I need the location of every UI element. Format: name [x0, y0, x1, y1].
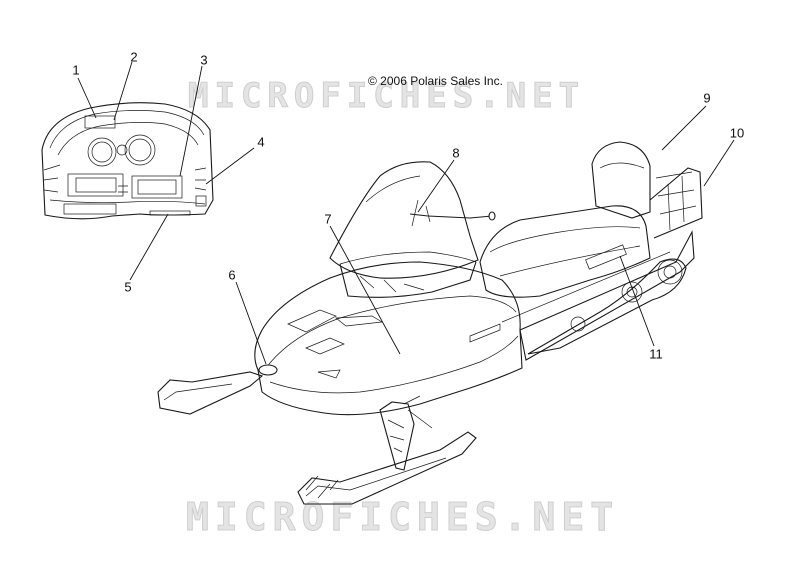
callout-8[interactable]: 8: [452, 145, 460, 161]
callout-11[interactable]: 11: [649, 346, 663, 362]
snowmobile-illustration: [157, 141, 703, 505]
callout-7[interactable]: 7: [324, 211, 332, 227]
callout-4[interactable]: 4: [257, 134, 265, 150]
callout-2[interactable]: 2: [130, 49, 138, 65]
callout-10[interactable]: 10: [729, 125, 745, 141]
leader-lines: [77, 61, 735, 365]
watermark-top: MICROFICHES.NET: [187, 76, 586, 117]
copyright-notice: © 2006 Polaris Sales Inc.: [368, 74, 503, 88]
callout-1[interactable]: 1: [72, 62, 80, 78]
callout-5[interactable]: 5: [124, 279, 132, 295]
callout-3[interactable]: 3: [200, 52, 208, 68]
dash-panel-illustration: [41, 102, 214, 220]
callout-9[interactable]: 9: [703, 90, 711, 106]
callout-6[interactable]: 6: [228, 267, 236, 283]
watermark-bottom: MICROFICHES.NET: [185, 495, 620, 540]
